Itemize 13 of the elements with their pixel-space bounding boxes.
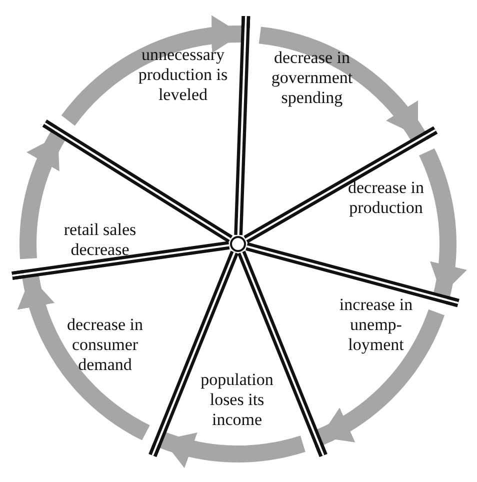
stage-label: decrease in consumer demand <box>66 315 144 375</box>
stage-label: increase in unemp-loyment <box>338 295 414 355</box>
stage-label: decrease in production <box>347 178 425 218</box>
cycle-arrow <box>419 148 468 297</box>
stage-label: unnecessary production is leveled <box>137 45 229 105</box>
stage-label: population loses its income <box>200 370 274 430</box>
stage-label: decrease in government spending <box>270 48 354 108</box>
stage-label: retail sales decrease <box>62 220 138 260</box>
cycle-arrow <box>20 132 66 261</box>
cycle-arrow <box>160 432 306 468</box>
cycle-arrow <box>316 309 445 446</box>
cycle-arrow <box>258 26 426 140</box>
cycle-arrow <box>17 275 150 440</box>
